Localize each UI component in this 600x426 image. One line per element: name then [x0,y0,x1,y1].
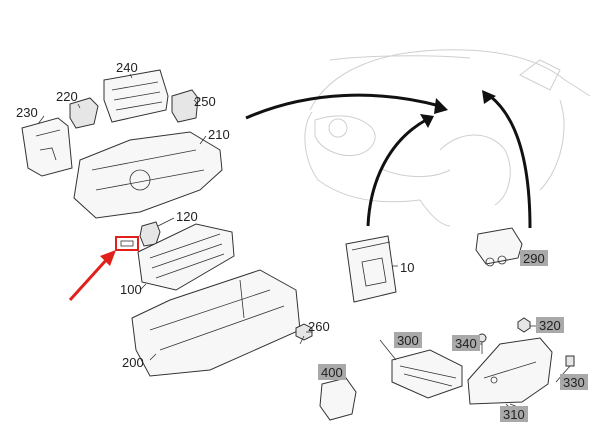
svg-text:330: 330 [563,375,585,390]
svg-text:240: 240 [116,60,138,75]
callout-230: 230 [16,105,38,120]
callout-120: 120 [176,209,198,224]
svg-text:250: 250 [194,94,216,109]
callout-200: 200 [122,355,144,370]
callout-400: 400 [318,364,346,380]
svg-text:230: 230 [16,105,38,120]
callout-labels: 230 220 240 250 210 120 100 200 260 10 [16,60,588,422]
red-pointer-arrow [68,250,116,302]
callout-10: 10 [400,260,414,275]
svg-text:120: 120 [176,209,198,224]
callout-310: 310 [500,406,528,422]
part-210 [73,131,223,219]
callout-250: 250 [194,94,216,109]
callout-210: 210 [208,127,230,142]
part-300 [391,349,463,399]
part-290 [475,227,523,267]
svg-text:100: 100 [120,282,142,297]
svg-text:260: 260 [308,319,330,334]
svg-text:210: 210 [208,127,230,142]
black-arrows [245,90,532,229]
highlighted-component [115,236,139,251]
part-100 [137,223,235,291]
part-220 [69,97,99,129]
callout-340: 340 [452,335,480,351]
svg-text:340: 340 [455,336,477,351]
part-240 [103,69,169,123]
part-400 [319,377,357,421]
svg-text:400: 400 [321,365,343,380]
callout-260: 260 [308,319,330,334]
part-310 [467,337,553,411]
callout-290: 290 [520,250,548,266]
callout-320: 320 [536,317,564,333]
svg-text:300: 300 [397,333,419,348]
callout-220: 220 [56,89,78,104]
part-250 [171,89,199,123]
part-230 [21,117,73,177]
callout-240: 240 [116,60,138,75]
part-330 [565,355,575,367]
part-320 [517,317,531,333]
callout-100: 100 [120,282,142,297]
callout-300: 300 [394,332,422,348]
svg-text:200: 200 [122,355,144,370]
car-outline [304,49,591,227]
svg-text:10: 10 [400,260,414,275]
svg-text:290: 290 [523,251,545,266]
part-260 [295,323,313,341]
part-10 [345,235,397,303]
svg-text:310: 310 [503,407,525,422]
callout-330: 330 [560,374,588,390]
svg-text:320: 320 [539,318,561,333]
svg-text:220: 220 [56,89,78,104]
